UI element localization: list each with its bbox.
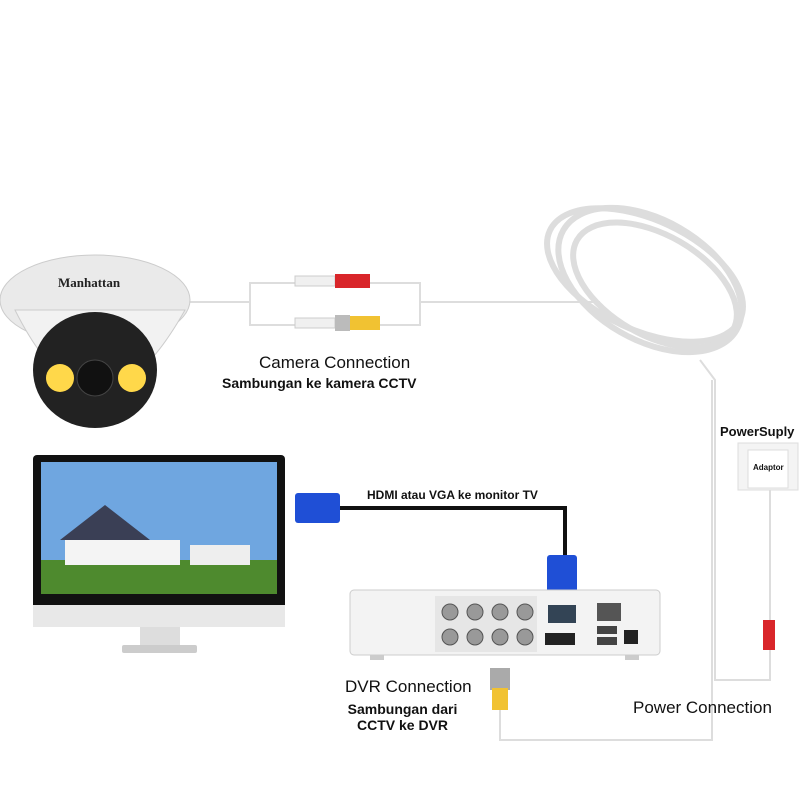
dvr bbox=[349, 589, 661, 660]
dvr-connection-subtitle: Sambungan dari CCTV ke DVR bbox=[340, 701, 465, 733]
bnc-connector bbox=[490, 668, 510, 710]
cable-coil bbox=[544, 204, 746, 356]
dvr-subtitle-line1: Sambungan dari bbox=[347, 701, 458, 717]
dvr-connection-title: DVR Connection bbox=[345, 677, 472, 696]
power-supply-title: PowerSuply bbox=[720, 424, 795, 439]
dome-camera bbox=[0, 254, 191, 428]
rca-connectors bbox=[294, 274, 380, 331]
camera-brand-logo: Manhattan bbox=[58, 275, 121, 290]
video-cable-label: HDMI atau VGA ke monitor TV bbox=[367, 488, 538, 502]
dvr-subtitle-line2: CCTV ke DVR bbox=[356, 717, 449, 733]
power-connection-title: Power Connection bbox=[633, 698, 772, 717]
monitor bbox=[33, 455, 285, 653]
vga-cable bbox=[295, 493, 577, 600]
adaptor-label: Adaptor bbox=[753, 463, 784, 472]
power-adaptor bbox=[737, 442, 799, 491]
power-plug bbox=[763, 620, 775, 650]
camera-connection-title: Camera Connection bbox=[259, 353, 411, 372]
camera-connection-subtitle: Sambungan ke kamera CCTV bbox=[222, 375, 417, 391]
